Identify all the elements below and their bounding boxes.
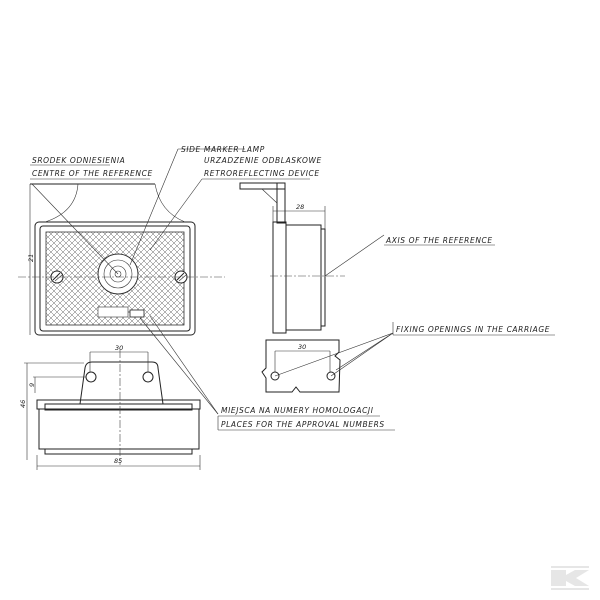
front-view: 21	[18, 183, 225, 336]
carriage-view: 30	[261, 322, 555, 393]
dimension-hole-offset: 9	[28, 383, 36, 387]
dimension-hole-spacing: 30	[115, 344, 123, 352]
label-side-marker-lamp: SIDE MARKER LAMP	[181, 145, 265, 154]
bottom-view: 30 46 9 85	[19, 344, 201, 470]
label-axis-of-reference: AXIS OF THE REFERENCE	[385, 236, 493, 245]
label-approval-numbers: PLACES FOR THE APPROVAL NUMBERS	[221, 420, 385, 429]
fixing-hole-right	[326, 371, 336, 381]
dimension-height-front: 21	[27, 254, 35, 262]
approval-number-area	[129, 309, 145, 318]
label-fixing-openings: FIXING OPENINGS IN THE CARRIAGE	[396, 325, 550, 334]
fixing-hole-left	[270, 371, 280, 381]
top-leaders	[30, 148, 310, 275]
label-urzadzenie: URZADZENIE ODBLASKOWE	[204, 156, 322, 165]
side-view: 28	[239, 182, 495, 334]
label-miejsca: MIEJSCA NA NUMERY HOMOLOGACJI	[221, 406, 374, 415]
dimension-total-height: 46	[19, 400, 27, 408]
dimension-depth: 28	[296, 203, 304, 211]
label-retroreflecting-device: RETROREFLECTING DEVICE	[204, 169, 320, 178]
brand-logo-icon	[551, 566, 589, 590]
dimension-hole-spacing-carriage: 30	[298, 343, 306, 351]
dimension-width: 85	[114, 457, 122, 465]
label-centre-of-reference: CENTRE OF THE REFERENCE	[32, 169, 153, 178]
label-srodek: SRODEK ODNIESIENIA	[32, 156, 125, 165]
